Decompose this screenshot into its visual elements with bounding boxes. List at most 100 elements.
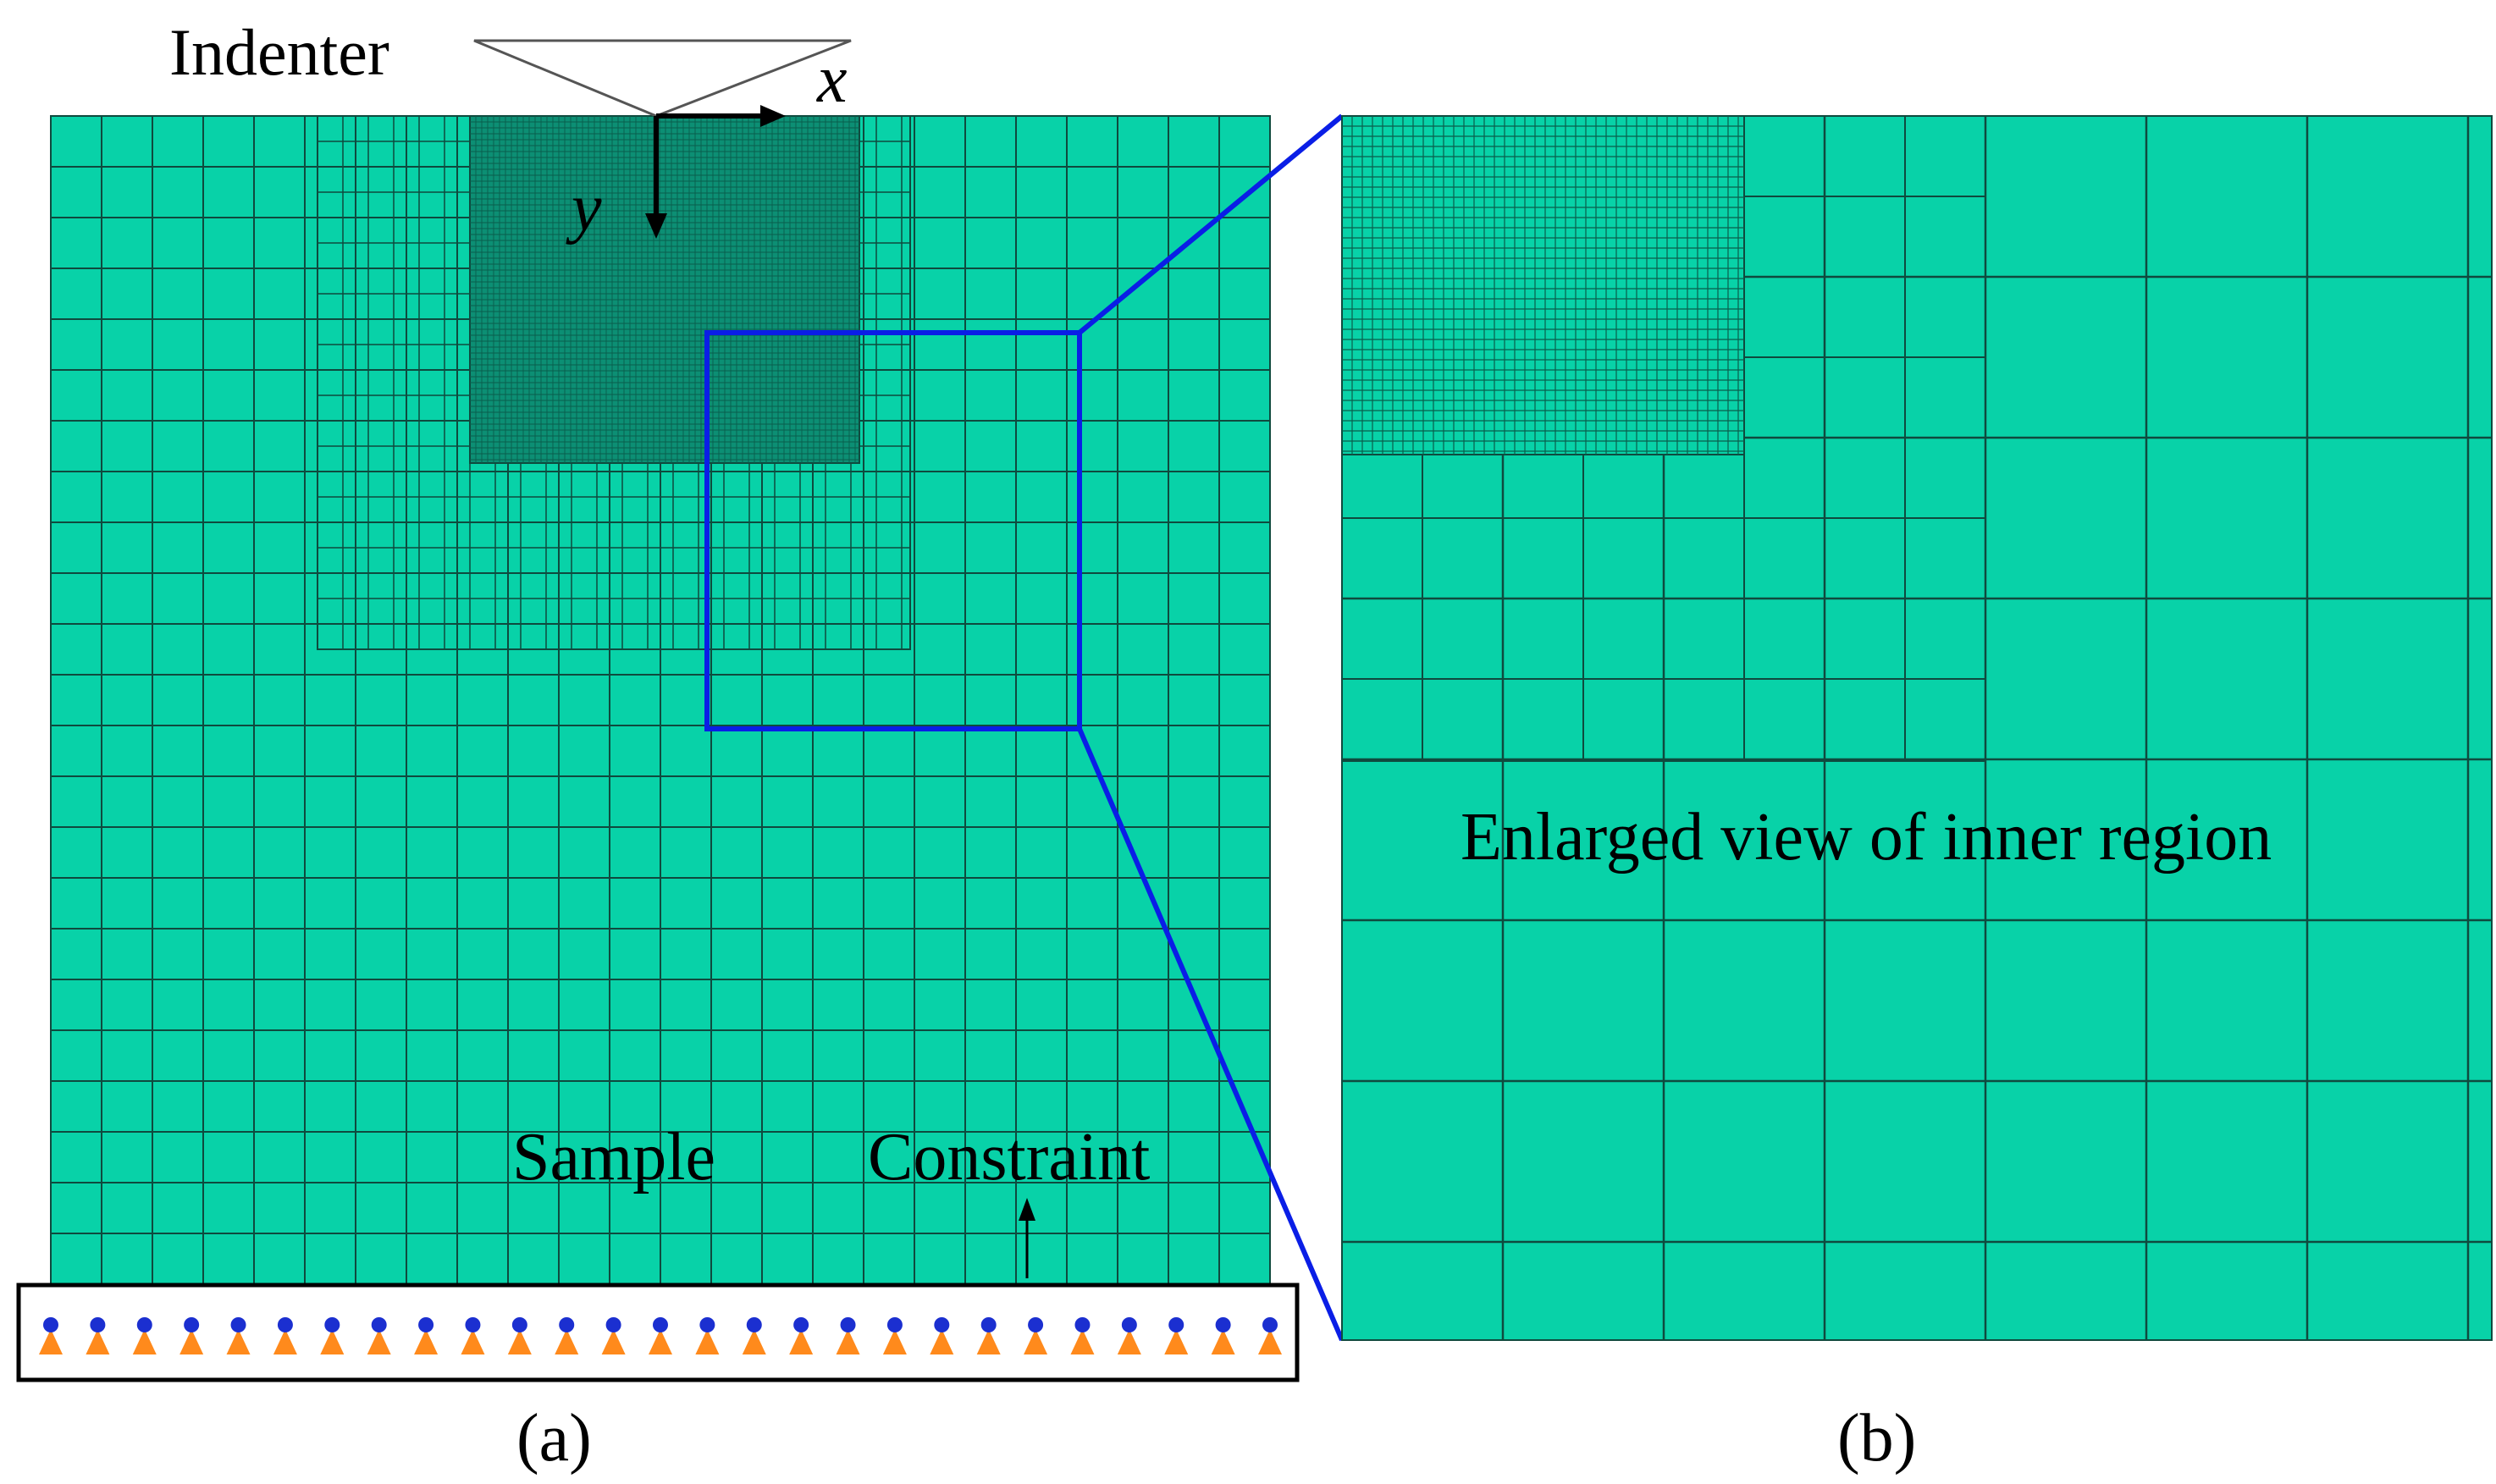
boundary-condition-pin-icon [882, 1317, 907, 1354]
support-node-icon [90, 1317, 106, 1332]
support-cone-icon [555, 1329, 579, 1354]
constraint-box [16, 1283, 1300, 1382]
x-arrowhead-icon [760, 105, 786, 127]
panel-a-caption: (a) [516, 1401, 592, 1476]
support-node-icon [184, 1317, 200, 1332]
boundary-condition-pin-icon [1024, 1317, 1048, 1354]
boundary-condition-pin-icon [1258, 1317, 1282, 1354]
boundary-condition-pin-icon [320, 1317, 345, 1354]
support-cone-icon [39, 1329, 63, 1354]
y-arrowhead-icon [645, 213, 667, 239]
sample-label: Sample [512, 1120, 715, 1194]
enlarged-view-label: Enlarged view of inner region [1461, 800, 2272, 874]
support-cone-icon [1070, 1329, 1095, 1354]
support-node-icon [136, 1317, 152, 1332]
boundary-condition-pin-icon [789, 1317, 814, 1354]
boundary-condition-pin-icon [507, 1317, 532, 1354]
refined-grid-a [470, 116, 859, 463]
support-node-icon [1121, 1317, 1137, 1332]
boundary-condition-pin-icon [461, 1317, 485, 1354]
support-node-icon [653, 1317, 668, 1332]
boundary-condition-pin-icon [179, 1317, 204, 1354]
support-node-icon [43, 1317, 58, 1332]
support-cone-icon [226, 1329, 251, 1354]
boundary-condition-pin-icon [1164, 1317, 1189, 1354]
panel-b-mesh: Enlarged view of inner region [1341, 115, 2493, 1341]
support-node-icon [605, 1317, 621, 1332]
boundary-condition-pin-icon [414, 1317, 439, 1354]
triangle-indenter-icon [473, 39, 852, 118]
y-axis-label: y [566, 171, 602, 245]
support-node-icon [511, 1317, 527, 1332]
support-row [39, 1317, 1282, 1354]
support-cone-icon [1164, 1329, 1189, 1354]
boundary-condition-pin-icon [649, 1317, 672, 1354]
boundary-condition-pin-icon [226, 1317, 251, 1354]
support-node-icon [1028, 1317, 1044, 1332]
support-node-icon [699, 1317, 715, 1332]
support-node-icon [230, 1317, 246, 1332]
support-cone-icon [1024, 1329, 1048, 1354]
support-cone-icon [1211, 1329, 1235, 1354]
support-cone-icon [367, 1329, 391, 1354]
support-cone-icon [1258, 1329, 1282, 1354]
support-node-icon [1168, 1317, 1184, 1332]
support-node-icon [559, 1317, 575, 1332]
support-cone-icon [930, 1329, 954, 1354]
indenter: Indenter [169, 15, 852, 118]
mesh-lines [1342, 116, 1744, 455]
support-cone-icon [273, 1329, 297, 1354]
support-cone-icon [86, 1329, 110, 1354]
support-node-icon [371, 1317, 387, 1332]
zoom-connector-top [1078, 113, 1344, 335]
support-node-icon [980, 1317, 997, 1332]
support-cone-icon [649, 1329, 672, 1354]
support-node-icon [418, 1317, 434, 1332]
support-cone-icon [461, 1329, 485, 1354]
zoom-connector-bottom [1077, 727, 1345, 1342]
support-cone-icon [507, 1329, 532, 1354]
indenter-label: Indenter [169, 15, 389, 89]
support-cone-icon [742, 1329, 766, 1354]
support-node-icon [840, 1317, 856, 1332]
coordinate-axes: x y [566, 42, 848, 245]
support-node-icon [886, 1317, 903, 1332]
support-cone-icon [179, 1329, 204, 1354]
support-cone-icon [695, 1329, 720, 1354]
boundary-condition-pin-icon [39, 1317, 63, 1354]
support-node-icon [277, 1317, 293, 1332]
zoom-region-box [704, 330, 1082, 731]
boundary-condition-pin-icon [86, 1317, 110, 1354]
boundary-condition-pin-icon [836, 1317, 860, 1354]
support-cone-icon [882, 1329, 907, 1354]
panel-a-mesh [50, 115, 1271, 1285]
boundary-condition-pin-icon [976, 1317, 1001, 1354]
boundary-condition-pin-icon [132, 1317, 157, 1354]
boundary-condition-pin-icon [930, 1317, 954, 1354]
x-axis-label: x [816, 42, 848, 117]
refined-grid-b [1342, 116, 1744, 455]
support-cone-icon [320, 1329, 345, 1354]
support-node-icon [793, 1317, 809, 1332]
zoom-indicator [704, 113, 1345, 1342]
refined-zone-a [469, 115, 860, 464]
support-cone-icon [836, 1329, 860, 1354]
support-node-icon [934, 1317, 950, 1332]
boundary-condition-pin-icon [367, 1317, 391, 1354]
support-node-icon [1074, 1317, 1091, 1332]
support-node-icon [324, 1317, 340, 1332]
boundary-condition-pin-icon [1211, 1317, 1235, 1354]
boundary-condition-pin-icon [695, 1317, 720, 1354]
constraint-region: Sample Constraint [16, 1120, 1300, 1382]
boundary-condition-pin-icon [1070, 1317, 1095, 1354]
boundary-condition-pin-icon [1117, 1317, 1141, 1354]
support-node-icon [746, 1317, 762, 1332]
support-cone-icon [789, 1329, 814, 1354]
boundary-condition-pin-icon [601, 1317, 626, 1354]
support-cone-icon [1117, 1329, 1141, 1354]
mesh-lines [470, 116, 859, 463]
boundary-condition-pin-icon [273, 1317, 297, 1354]
support-node-icon [1262, 1317, 1278, 1332]
support-cone-icon [414, 1329, 439, 1354]
